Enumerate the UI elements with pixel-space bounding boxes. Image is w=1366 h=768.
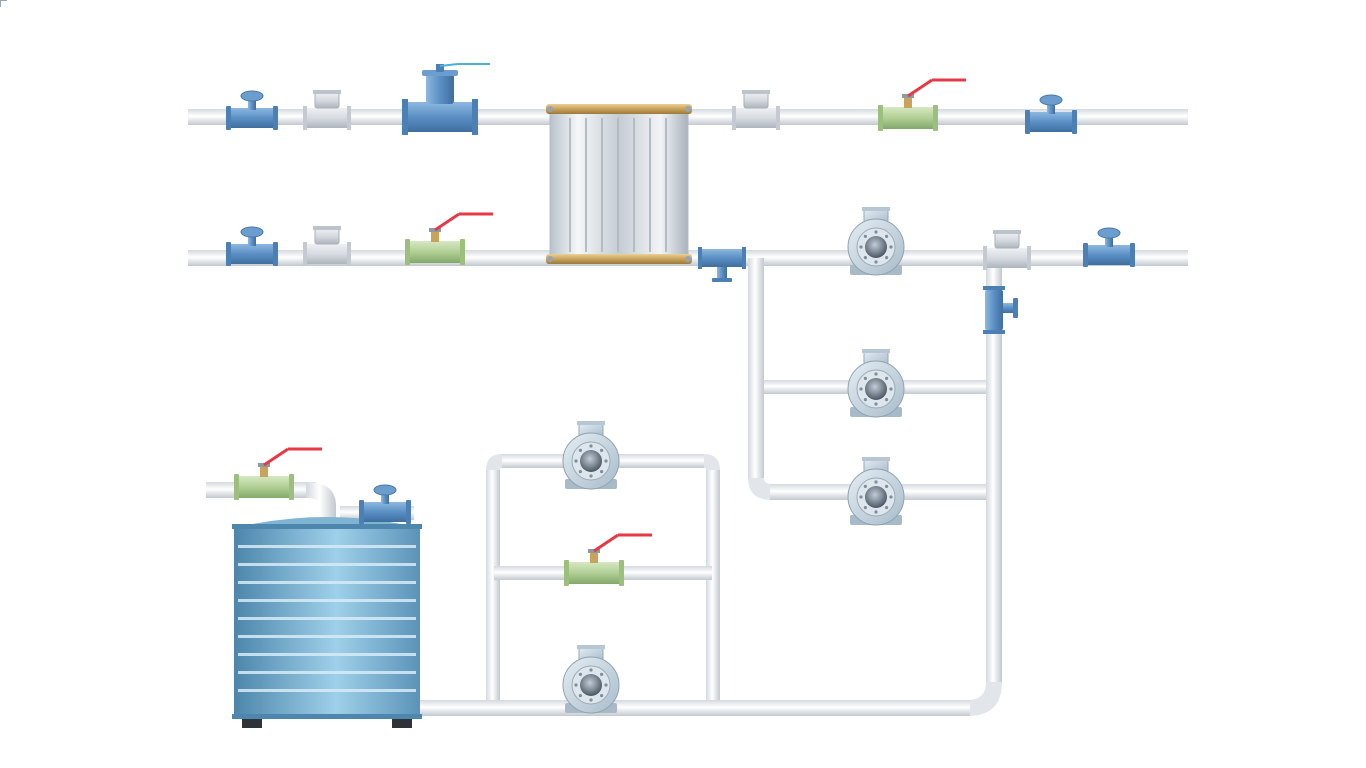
check-valve-top-1[interactable] (302, 89, 352, 131)
gate-valve-top-2[interactable] (1024, 94, 1078, 135)
check-valve-second-1[interactable] (302, 225, 352, 267)
heat-exchanger-bottom-bar (546, 254, 692, 264)
heat-exchanger[interactable] (546, 104, 692, 264)
pump-middle[interactable] (847, 348, 905, 418)
pipe-elbow-left (748, 478, 772, 500)
pump-bottom-main[interactable] (562, 644, 620, 714)
pipe-bypass-elbow-tr (704, 454, 720, 470)
pipe-bottom-return (420, 700, 970, 716)
heat-exchanger-fins (569, 118, 667, 252)
heat-exchanger-top-bar (546, 104, 692, 114)
pipe-bypass-left (486, 468, 500, 700)
water-tank[interactable] (232, 517, 422, 728)
gate-valve-top-1[interactable] (225, 90, 279, 131)
gate-valve-second-2[interactable] (1082, 227, 1136, 268)
tee-fitting-second[interactable] (698, 247, 746, 282)
check-valve-second-2[interactable] (982, 229, 1032, 271)
pump-bypass-top[interactable] (562, 420, 620, 490)
pipe-bypass-elbow-tl (486, 454, 502, 470)
corner-marker (0, 0, 7, 7)
pipe-bypass-right (706, 468, 720, 700)
pipe-branch-left (748, 258, 764, 480)
tank-body (234, 526, 420, 718)
pump-lower[interactable] (847, 456, 905, 526)
gate-valve-second-1[interactable] (225, 226, 279, 267)
tee-fitting-right[interactable] (983, 286, 1018, 334)
pipe-tank-inlet-elbow (306, 482, 336, 522)
pipe-branch-right (986, 264, 1002, 684)
tank-bands (238, 545, 416, 692)
pipe-elbow-right (968, 682, 1002, 716)
large-valve-top[interactable] (402, 63, 490, 135)
gate-valve-tank-top[interactable] (358, 484, 412, 525)
check-valve-top-2[interactable] (731, 89, 781, 131)
pump-second-line[interactable] (847, 206, 905, 276)
